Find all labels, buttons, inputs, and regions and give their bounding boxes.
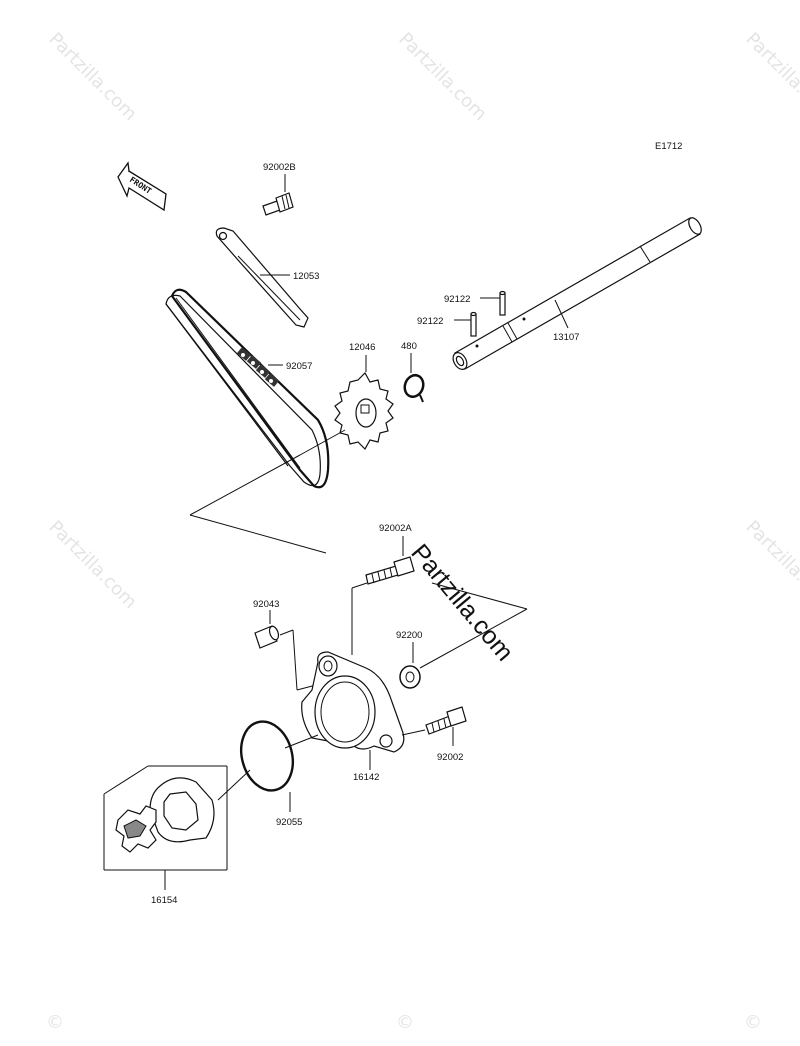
chain-92057 [165, 288, 330, 489]
label-12046: 12046 [349, 342, 375, 353]
circlip-480 [403, 373, 425, 403]
diagram-id: E1712 [655, 141, 682, 152]
oring-92055 [240, 720, 294, 792]
watermark-top-left: Partzilla.com [44, 29, 140, 125]
pin-92122-upper [499, 290, 506, 316]
front-arrow-icon: FRONT [117, 161, 167, 212]
dowel-92043 [254, 625, 280, 649]
rotor-set-16154 [103, 765, 228, 871]
label-13107: 13107 [553, 332, 579, 343]
pin-92122-lower [470, 311, 477, 337]
watermark-bottom-left: © [46, 1012, 64, 1033]
bolt-92002 [425, 706, 467, 735]
sprocket-12046 [334, 372, 394, 450]
watermark-bottom-right: © [744, 1012, 762, 1033]
brand-watermark: Partzilla.com [405, 539, 518, 667]
chain-guide-12053 [215, 227, 309, 328]
chain-links-detail [236, 347, 280, 387]
label-92055: 92055 [276, 817, 302, 828]
label-92057: 92057 [286, 361, 312, 372]
label-16154: 16154 [151, 895, 177, 906]
label-92122-upper: 92122 [444, 294, 470, 305]
watermark-group: Partzilla.com Partzilla.com Partzilla.co… [44, 29, 800, 1033]
label-92043: 92043 [253, 599, 279, 610]
label-16142: 16142 [353, 772, 379, 783]
label-12053: 12053 [293, 271, 319, 282]
bolt-92002B [262, 192, 294, 216]
pump-body-16142 [301, 651, 405, 753]
label-92200: 92200 [396, 630, 422, 641]
label-92002B: 92002B [263, 162, 296, 173]
label-92122-lower: 92122 [417, 316, 443, 327]
watermark-top-right: Partzilla.com [741, 29, 800, 125]
label-480: 480 [401, 341, 417, 352]
label-92002A: 92002A [379, 523, 412, 534]
washer-92200 [399, 665, 421, 689]
watermark-mid-right: Partzilla.com [741, 517, 800, 613]
leader-chain-to-sprocket [189, 454, 301, 516]
bolt-92002A [365, 556, 415, 585]
watermark-mid-left: Partzilla.com [44, 517, 140, 613]
watermark-bottom-center: © [396, 1012, 414, 1033]
label-92002: 92002 [437, 752, 463, 763]
watermark-top-center: Partzilla.com [394, 29, 490, 125]
shaft-13107 [452, 217, 702, 370]
